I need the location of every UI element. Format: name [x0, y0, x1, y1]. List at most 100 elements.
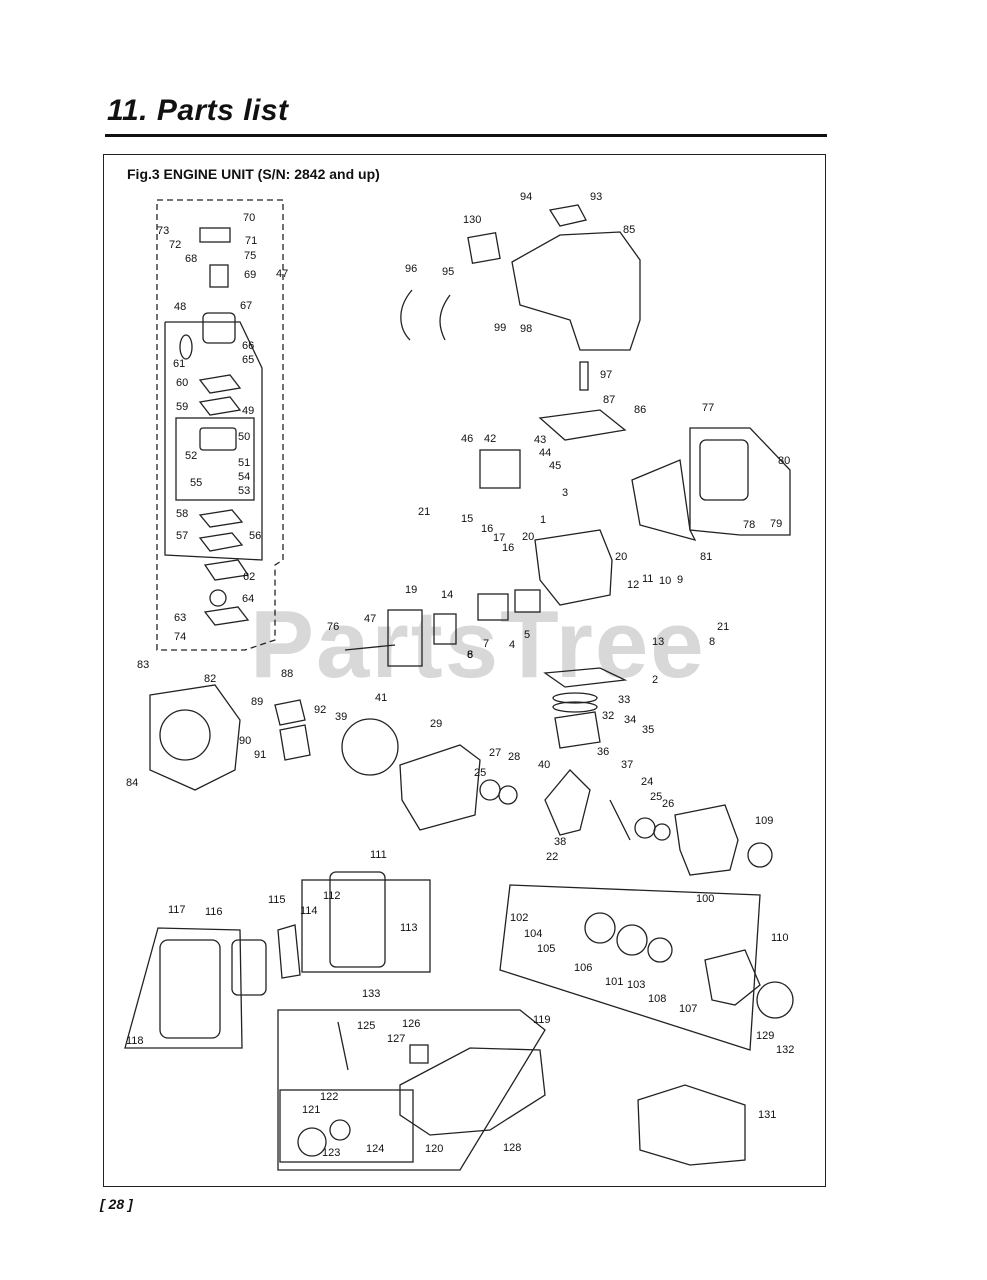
ring-part-61 [179, 334, 193, 360]
callout-label: 70 [243, 212, 255, 224]
title-rule [105, 134, 827, 137]
insulator-6 [433, 613, 457, 645]
wire-96 [400, 289, 413, 341]
ratchet-103 [647, 937, 673, 963]
callout-label: 33 [618, 694, 630, 706]
callout-label: 52 [185, 450, 197, 462]
callout-label: 20 [522, 531, 534, 543]
callout-label: 132 [776, 1044, 794, 1056]
callout-label: 76 [327, 621, 339, 633]
air-cleaner-cover-117 [159, 939, 221, 1039]
flywheel-41 [341, 718, 399, 776]
callout-label: 43 [534, 434, 546, 446]
cylinder-1 [534, 529, 613, 606]
callout-label: 114 [300, 905, 318, 917]
callout-label: 77 [702, 402, 714, 414]
diagram-drawing [124, 199, 794, 1171]
callout-label: 90 [239, 735, 251, 747]
callout-label: 55 [190, 477, 202, 489]
callout-label: 61 [173, 358, 185, 370]
callout-label: 74 [174, 631, 186, 643]
callout-label: 47 [364, 613, 376, 625]
callout-labels: 1234567889101112131415161617192020212122… [126, 191, 794, 1159]
callout-label: 1 [540, 514, 546, 526]
crankshaft-38 [544, 769, 591, 836]
plate-129 [756, 981, 794, 1019]
callout-label: 19 [405, 584, 417, 596]
callout-label: 51 [238, 457, 250, 469]
spring-106 [584, 912, 616, 944]
heat-shield-81 [631, 459, 697, 542]
callout-label: 117 [168, 904, 186, 916]
callout-label: 22 [546, 851, 558, 863]
callout-label: 86 [634, 404, 646, 416]
cap-109 [747, 842, 773, 868]
callout-label: 21 [717, 621, 729, 633]
callout-label: 15 [461, 513, 473, 525]
callout-label: 49 [242, 405, 254, 417]
callout-label: 25 [650, 791, 662, 803]
callout-label: 7 [483, 638, 489, 650]
callout-label: 92 [314, 704, 326, 716]
callout-label: 82 [204, 673, 216, 685]
carb-top-part [199, 227, 231, 243]
callout-label: 112 [323, 890, 341, 902]
callout-label: 20 [615, 551, 627, 563]
callout-label: 62 [243, 571, 255, 583]
callout-label: 14 [441, 589, 453, 601]
callout-label: 119 [533, 1014, 551, 1026]
callout-label: 53 [238, 485, 250, 497]
plate-62 [203, 559, 250, 581]
section-title: 11. Parts list [107, 94, 289, 127]
callout-label: 71 [245, 235, 257, 247]
callout-label: 84 [126, 777, 138, 789]
callout-label: 47 [276, 268, 288, 280]
callout-label: 115 [268, 894, 286, 906]
gasket-58 [198, 509, 244, 528]
callout-label: 2 [652, 674, 658, 686]
callout-label: 24 [641, 776, 653, 788]
reed-24 [609, 799, 631, 841]
guard-131 [637, 1084, 746, 1166]
callout-label: 128 [503, 1142, 521, 1154]
callout-label: 72 [169, 239, 181, 251]
filter-64 [209, 589, 227, 607]
callout-label: 64 [242, 593, 254, 605]
callout-label: 81 [700, 551, 712, 563]
fuel-tank-119 [399, 1047, 546, 1136]
gasket-group-outline [164, 321, 263, 561]
spark-plug-98 [579, 361, 589, 391]
fuel-cap-126 [409, 1044, 429, 1064]
callout-label: 113 [400, 922, 418, 934]
callout-label: 59 [176, 401, 188, 413]
bearing-25b [634, 817, 656, 839]
callout-label: 57 [176, 530, 188, 542]
carburetor-47 [387, 609, 423, 667]
callout-label: 129 [756, 1030, 774, 1042]
diaphragm-59 [198, 396, 242, 416]
fuel-tank-group-outline [277, 1009, 546, 1171]
air-filter-box-outline [301, 879, 431, 973]
callout-label: 73 [157, 225, 169, 237]
watermark: PartsTree [250, 591, 706, 698]
callout-label: 103 [627, 979, 645, 991]
callout-label: 124 [366, 1143, 384, 1155]
callout-label: 88 [281, 668, 293, 680]
callout-label: 131 [758, 1109, 776, 1121]
callout-label: 46 [461, 433, 473, 445]
carb-body-part [202, 312, 236, 344]
fuel-hose-125 [337, 1021, 349, 1071]
callout-label: 21 [418, 506, 430, 518]
callout-label: 3 [562, 487, 568, 499]
callout-label: 26 [662, 798, 674, 810]
callout-label: 91 [254, 749, 266, 761]
callout-label: 111 [370, 849, 387, 861]
callout-label: 89 [251, 696, 263, 708]
air-cleaner-base-111 [329, 871, 386, 968]
callout-label: 116 [205, 906, 223, 918]
callout-label: 69 [244, 269, 256, 281]
callout-label: 118 [126, 1035, 144, 1047]
recoil-housing-82 [149, 684, 241, 791]
callout-label: 102 [510, 912, 528, 924]
